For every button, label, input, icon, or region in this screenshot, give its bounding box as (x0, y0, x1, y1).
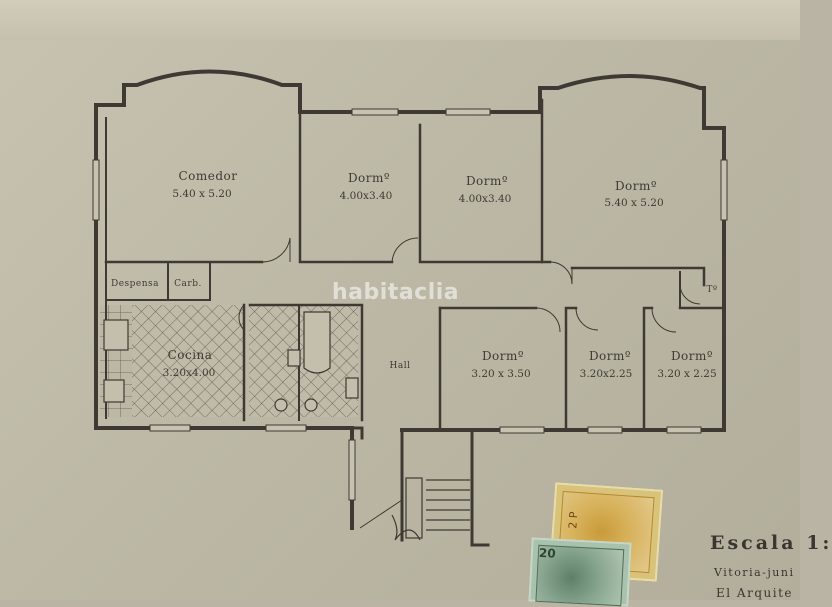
window (149, 424, 191, 432)
door-swing (535, 307, 561, 333)
wall-despensa (105, 261, 211, 301)
room-dims-cocina: 3.20x4.00 (163, 367, 216, 379)
window (587, 426, 623, 434)
room-label-dorm5: Dormº (589, 349, 631, 363)
room-label-dorm2: Dormº (466, 174, 508, 188)
room-label-dorm6: Dormº (671, 349, 713, 363)
sink-counter (103, 319, 129, 351)
room-dims-dorm1: 4.00x3.40 (340, 190, 393, 202)
title-block: Escala 1: Vitoria-juni El Arquite (706, 530, 829, 600)
floor-plan: Comedor 5.40 x 5.20 Dormº 4.00x3.40 Dorm… (92, 69, 728, 547)
staircase (359, 477, 470, 541)
fixtures (103, 311, 359, 412)
toilet-bowl (304, 398, 318, 412)
bidet (345, 377, 359, 399)
room-label-dorm3: Dormº (615, 179, 657, 193)
wall-notch (350, 426, 364, 440)
stove (103, 379, 125, 403)
room-label-despensa: Despensa (111, 279, 159, 289)
room-dims-dorm4: 3.20 x 3.50 (471, 368, 530, 380)
city-date-label: Vitoria-juni (714, 566, 795, 579)
window (348, 439, 356, 501)
kitchen-tiles (131, 305, 243, 417)
door-swing (391, 237, 419, 263)
windows (92, 108, 728, 501)
doors (238, 237, 701, 333)
door-swing (575, 307, 599, 331)
stamp-value: 2 P (566, 511, 581, 530)
paper-top-edge (0, 0, 800, 40)
window (445, 108, 491, 116)
window (92, 159, 100, 221)
window (666, 426, 702, 434)
room-label-hall: Hall (390, 361, 411, 371)
walls-south-rooms (438, 306, 726, 432)
room-dims-dorm5: 3.20x2.25 (580, 368, 633, 380)
room-label-comedor: Comedor (178, 169, 237, 183)
stair-wall-east (470, 428, 490, 547)
window (351, 108, 399, 116)
door-swing (679, 283, 701, 305)
room-dims-dorm3: 5.40 x 5.20 (604, 197, 663, 209)
wall-baths (248, 303, 364, 422)
architect-label: El Arquite (716, 586, 793, 600)
door-swing (549, 261, 573, 285)
room-label-carb: Carb. (174, 279, 202, 289)
bathtub (303, 311, 331, 374)
wall-dorm1-south (298, 110, 394, 264)
door-swing (651, 307, 677, 333)
door-swing (261, 237, 291, 263)
room-dims-dorm2: 4.00x3.40 (459, 193, 512, 205)
wall-dorm3-south (570, 266, 706, 287)
wall-dorm2-south (418, 123, 552, 264)
stair-landing (405, 477, 423, 539)
watermark: habitaclia (332, 280, 460, 305)
door-swing (238, 304, 245, 331)
sink (287, 349, 301, 367)
room-dims-dorm6: 3.20 x 2.25 (657, 368, 716, 380)
outer-wall-north-east (94, 69, 726, 432)
toilet-bowl (274, 398, 288, 412)
room-label-dorm1: Dormº (348, 171, 390, 185)
scale-label: Escala 1: (710, 532, 832, 554)
window (720, 159, 728, 221)
room-label-dorm4: Dormº (482, 349, 524, 363)
cut-line (359, 499, 403, 529)
room-dims-comedor: 5.40 x 5.20 (172, 188, 231, 200)
room-label-cocina: Cocina (168, 348, 213, 362)
room-label-toilet: Tº (706, 285, 717, 295)
stamp-value: 20 (538, 545, 556, 561)
window (265, 424, 307, 432)
walls (94, 69, 726, 547)
postage-stamp-green: 20 (528, 537, 632, 607)
break-mark (391, 514, 421, 541)
window (499, 426, 545, 434)
